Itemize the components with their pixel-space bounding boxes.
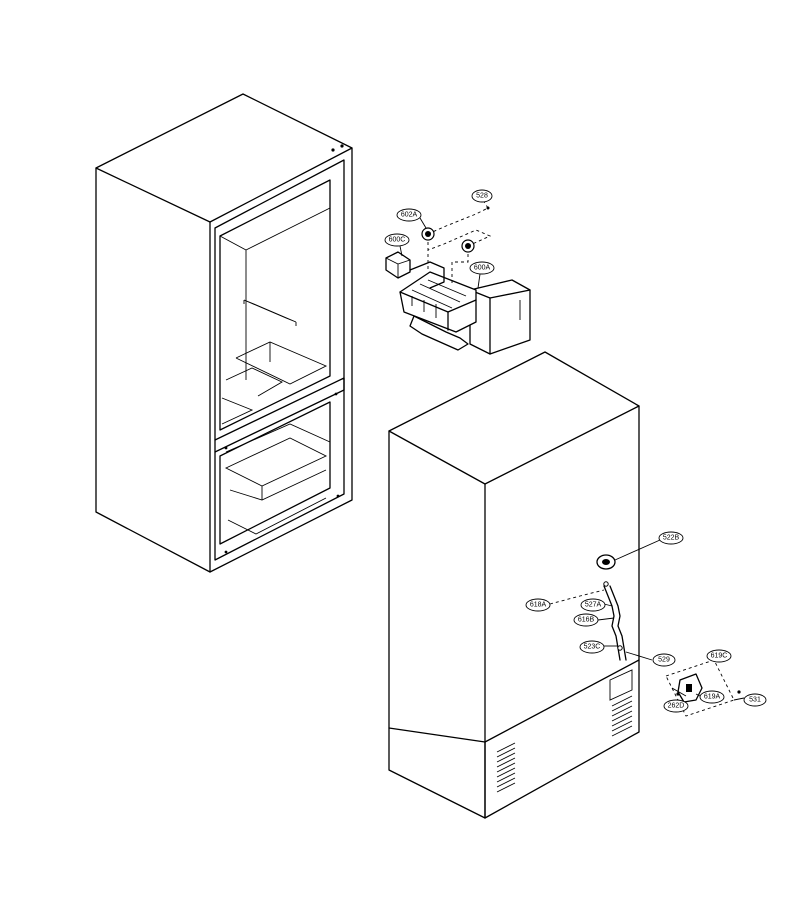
label-262d: 262D [663,699,689,713]
label-text-523c: 523C [584,644,601,651]
label-600a: 600A [469,261,495,289]
grommet-522b [596,539,661,570]
label-text-262d: 262D [668,703,685,710]
label-522b: 522B [658,531,684,545]
label-text-527a: 527A [585,602,602,609]
rear-vent-left [496,742,516,793]
label-600c: 600C [384,233,410,257]
water-line-parts [549,539,745,717]
water-valve-619a [665,655,745,717]
label-text-616b: 616B [578,617,595,624]
ice-maker-assembly [385,199,531,355]
label-text-619c: 619C [711,653,728,660]
label-528: 528 [471,189,493,203]
refrigerator-cabinet-front [95,93,353,573]
label-616b: 616B [573,613,599,627]
callout-labels: 602A 528 600C 600A 522B 618A 527A [384,189,767,713]
rear-vent-right [609,669,633,737]
label-527a: 527A [580,598,606,612]
label-text-600c: 600C [389,237,406,244]
label-text-602a: 602A [401,212,418,219]
label-618a: 618A [525,598,551,612]
label-619c: 619C [706,649,732,663]
label-602a: 602A [396,208,427,229]
label-529: 529 [652,653,676,667]
label-text-531: 531 [749,697,761,704]
label-text-522b: 522B [663,535,680,542]
refrigerator-cabinet-rear [388,351,640,819]
label-523c: 523C [579,640,605,654]
label-text-618a: 618A [530,602,547,609]
label-text-619a: 619A [704,694,721,701]
label-531: 531 [743,693,767,707]
label-text-528: 528 [476,193,488,200]
label-619a: 619A [695,690,725,704]
label-text-529: 529 [658,657,670,664]
label-text-600a: 600A [474,265,491,272]
